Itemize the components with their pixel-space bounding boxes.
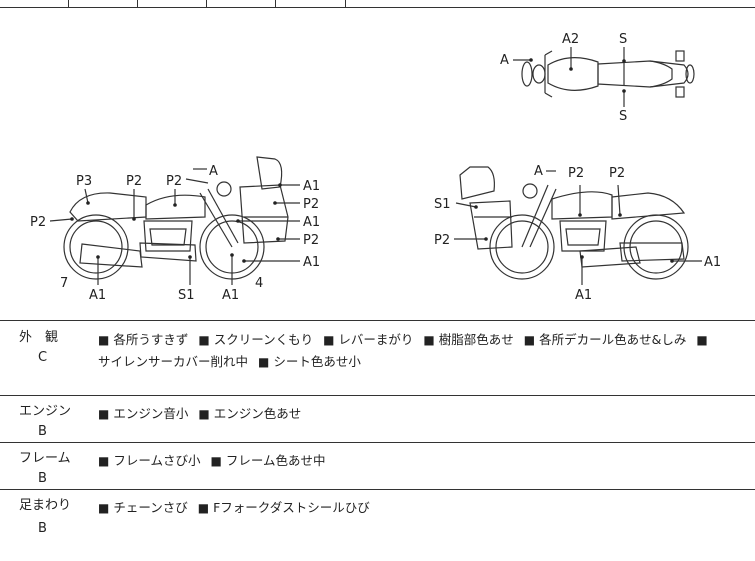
section-frame: フレーム B ■フレームさび小 ■フレーム色あせ中 [0, 443, 755, 490]
diagram-label: A [500, 53, 509, 68]
bullet-square: ■ [98, 407, 110, 421]
note-item: エンジン色あせ [213, 406, 302, 421]
cell-divider [345, 0, 346, 7]
top-view-bike [521, 50, 695, 98]
bullet-square: ■ [323, 333, 335, 347]
diagram-label: P2 [166, 174, 182, 189]
note-item: チェーンさび [113, 500, 188, 515]
grade-label: B [38, 521, 47, 536]
note-item: Fフォークダストシールひび [213, 500, 370, 515]
note-item: シート色あせ小 [273, 354, 361, 369]
bullet-square: ■ [198, 407, 210, 421]
diagram-label: A1 [575, 288, 592, 303]
diagram-label: P2 [303, 233, 319, 248]
cell-divider [137, 0, 138, 7]
grade-label: B [38, 471, 47, 486]
damage-diagram: A A2 S S P3 P2 P2 A P2 A1 P2 A1 P2 A1 7 … [0, 7, 755, 321]
cell-divider [206, 0, 207, 7]
category-label: フレーム [19, 451, 71, 466]
section-notes: ■各所うすきず ■スクリーンくもり ■レバーまがり ■樹脂部色あせ ■各所デカー… [98, 329, 748, 373]
cell-divider [275, 0, 276, 7]
diagram-label: S1 [434, 197, 451, 212]
diagram-label: S1 [178, 288, 195, 303]
diagram-label: P2 [30, 215, 46, 230]
diagram-label: A1 [303, 255, 320, 270]
note-item: 各所デカール色あせ&しみ [539, 332, 687, 347]
note-item: フレーム色あせ中 [225, 453, 326, 468]
diagram-label: A1 [89, 288, 106, 303]
bullet-square: ■ [423, 333, 435, 347]
diagram-label: A1 [222, 288, 239, 303]
diagram-label: A [534, 164, 543, 179]
right-side-bike [459, 166, 689, 280]
note-item: スクリーンくもり [213, 332, 314, 347]
cell-divider [68, 0, 69, 7]
diagram-label: S [619, 109, 627, 124]
bullet-square: ■ [197, 501, 210, 515]
note-item: レバーまがり [338, 332, 414, 347]
diagram-label: A1 [704, 255, 721, 270]
note-item: 樹脂部色あせ [438, 332, 514, 347]
category-label: エンジン [19, 404, 72, 419]
top-table-edge [0, 0, 755, 8]
diagram-label: 7 [60, 276, 68, 291]
note-item: サイレンサーカバー削れ中 [98, 354, 249, 369]
note-item: フレームさび小 [113, 453, 201, 468]
diagram-label: P2 [303, 197, 319, 212]
bullet-square: ■ [210, 454, 222, 468]
diagram-label: P2 [126, 174, 142, 189]
section-suspension: 足まわり B ■チェーンさび ■Fフォークダストシールひび [0, 490, 755, 561]
grade-label: B [38, 424, 47, 439]
diagram-label: P2 [568, 166, 584, 181]
category-label: 足まわり [19, 498, 72, 513]
bullet-square: ■ [258, 355, 270, 369]
note-item: エンジン音小 [113, 406, 189, 421]
grade-label: C [38, 350, 48, 365]
section-notes: ■チェーンさび ■Fフォークダストシールひび [98, 497, 748, 519]
bullet-square: ■ [98, 333, 110, 347]
bullet-square: ■ [523, 333, 536, 347]
diagram-label: 4 [255, 276, 263, 291]
diagram-label: P2 [434, 233, 450, 248]
bullet-square: ■ [198, 333, 210, 347]
section-notes: ■フレームさび小 ■フレーム色あせ中 [98, 450, 748, 472]
diagram-label: P2 [609, 166, 625, 181]
diagram-label: A2 [562, 32, 579, 47]
section-notes: ■エンジン音小 ■エンジン色あせ [98, 403, 748, 425]
diagram-label: A [209, 164, 218, 179]
note-item: 各所うすきず [113, 332, 189, 347]
diagram-label: A1 [303, 179, 320, 194]
section-exterior: 外 観 C ■各所うすきず ■スクリーンくもり ■レバーまがり ■樹脂部色あせ … [0, 322, 755, 396]
bullet-square: ■ [98, 454, 110, 468]
diagram-label: S [619, 32, 627, 47]
bullet-square: ■ [696, 333, 708, 347]
category-label: 外 観 [19, 330, 59, 345]
left-side-bike [63, 156, 289, 280]
bullet-square: ■ [98, 501, 110, 515]
motorcycle-diagram: A A2 S S P3 P2 P2 A P2 A1 P2 A1 P2 A1 7 … [30, 32, 721, 303]
diagram-label: P3 [76, 174, 92, 189]
diagram-label: A1 [303, 215, 320, 230]
section-engine: エンジン B ■エンジン音小 ■エンジン色あせ [0, 396, 755, 443]
